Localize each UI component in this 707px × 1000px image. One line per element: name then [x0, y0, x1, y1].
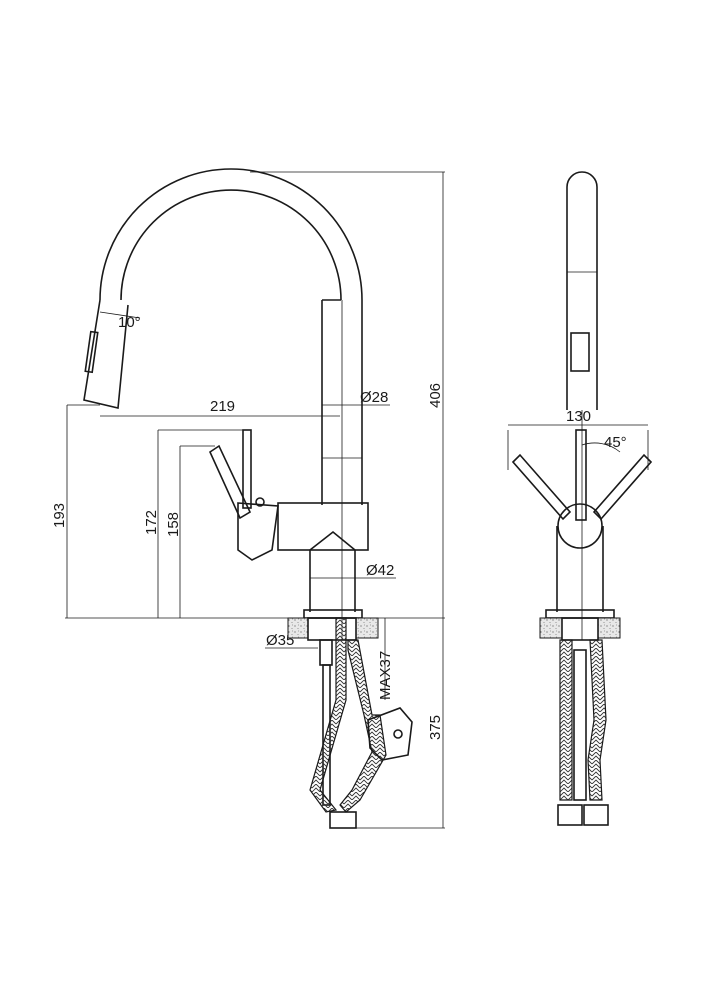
- spray-button: [84, 330, 99, 374]
- hose-fitting: [329, 811, 357, 829]
- hole-diameter-label: Ø35: [266, 632, 294, 649]
- front-lever-left: [511, 453, 572, 521]
- front-lever-base: [557, 503, 603, 549]
- pullout-head: [83, 299, 129, 409]
- front-view: 130 45°: [507, 171, 653, 826]
- front-spray-button: [570, 332, 590, 372]
- lever-angle-label: 45°: [604, 434, 627, 451]
- front-spout: [566, 171, 598, 410]
- lever-height-172-label: 172: [143, 510, 160, 535]
- faucet-column: [309, 530, 356, 612]
- spout-outer: [99, 168, 363, 505]
- side-view: 10° 406 219 Ø28 193 172 158 Ø42 Ø35 MAX3…: [51, 168, 445, 829]
- spout-inner: [120, 189, 342, 301]
- base-flange: [303, 609, 363, 619]
- dim-193-line: [66, 404, 100, 618]
- lever-upright: [242, 429, 252, 509]
- lever-pivot: [255, 497, 265, 507]
- countertop-right: [355, 617, 379, 639]
- spout-height-label: 193: [51, 503, 68, 528]
- front-column: [556, 526, 604, 612]
- dim-130-line: [507, 424, 649, 470]
- lever-height-158-label: 158: [165, 512, 182, 537]
- front-lever-right: [592, 453, 653, 521]
- lever-span-label: 130: [566, 408, 591, 425]
- dim-172-line: [157, 429, 248, 618]
- front-fitting-right: [583, 804, 609, 826]
- dim-158-line: [179, 445, 215, 618]
- hose-weight-screw: [393, 729, 403, 739]
- front-countertop-left: [539, 617, 563, 639]
- reach-label: 219: [210, 398, 235, 415]
- threaded-rod: [319, 639, 333, 666]
- hose-length-label: 375: [427, 715, 444, 740]
- max-thickness-label: MAX37: [377, 651, 394, 700]
- angle-nozzle-label: 10°: [118, 314, 141, 331]
- front-hose-right: [587, 639, 607, 801]
- front-countertop-right: [597, 617, 621, 639]
- front-supply-pipe: [573, 649, 587, 801]
- mounting-nut: [307, 617, 357, 641]
- lever-tilted: [208, 444, 252, 520]
- front-fitting-left: [557, 804, 583, 826]
- body-diameter-label: Ø42: [366, 562, 394, 579]
- hose-weight: [367, 707, 413, 761]
- angle-line: [99, 311, 141, 319]
- countertop-left: [287, 617, 309, 639]
- total-height-label: 406: [427, 383, 444, 408]
- front-mounting-nut: [561, 617, 599, 641]
- spout-diameter-label: Ø28: [360, 389, 388, 406]
- faucet-body: [277, 502, 369, 551]
- front-lever-upright: [575, 429, 587, 521]
- cartridge-housing: [237, 502, 279, 561]
- supply-hose: [309, 617, 347, 813]
- front-hose-left: [559, 639, 573, 801]
